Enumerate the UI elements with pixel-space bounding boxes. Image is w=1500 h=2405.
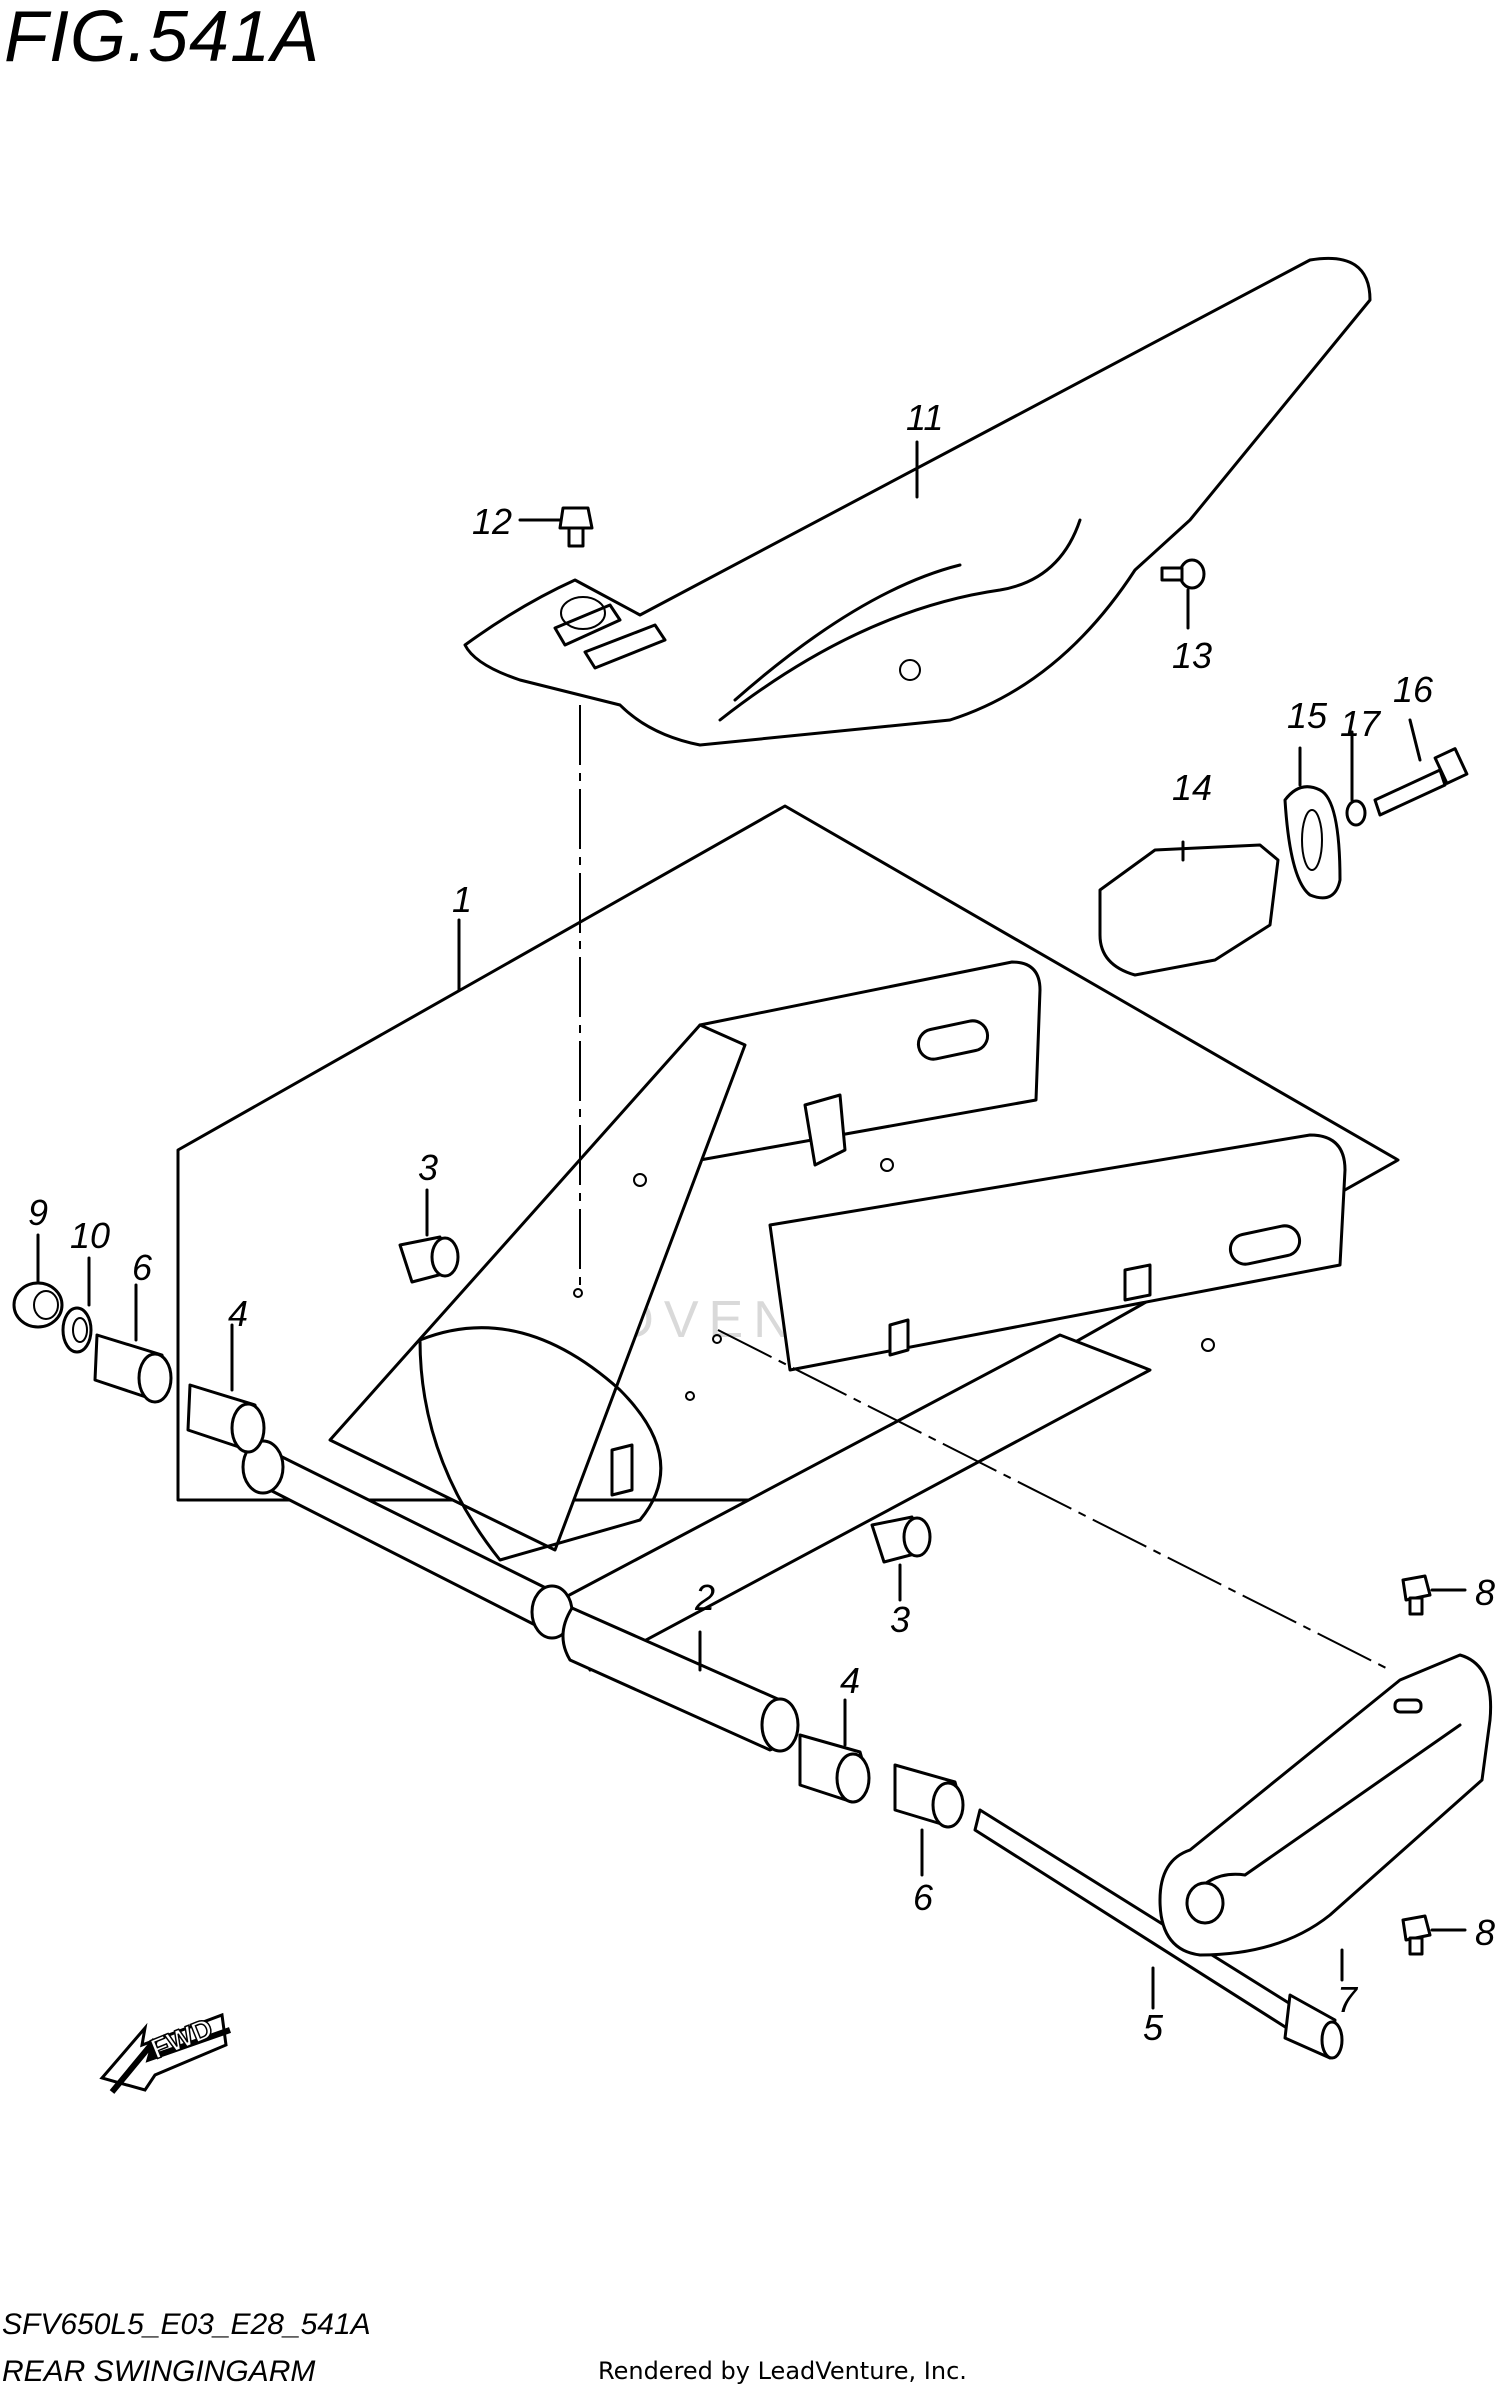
bearing-4-right <box>798 1733 871 1804</box>
callout-9: 9 <box>28 1192 49 1233</box>
washer-10 <box>61 1306 93 1354</box>
callout-4-left: 4 <box>228 1293 249 1334</box>
bearing-4-left <box>186 1383 266 1454</box>
nut-9 <box>12 1281 64 1329</box>
chain-buffer <box>1158 1653 1493 1957</box>
callout-7: 7 <box>1337 1979 1358 2020</box>
callout-15: 15 <box>1287 695 1328 736</box>
adjuster-plate <box>1283 785 1342 900</box>
callout-2: 2 <box>695 1577 716 1618</box>
callout-6-left: 6 <box>132 1247 153 1288</box>
bolt-8-upper <box>1401 1574 1432 1616</box>
callout-13: 13 <box>1172 635 1213 676</box>
bushing-lower <box>870 1515 932 1564</box>
chain-case <box>463 256 1372 747</box>
callout-16: 16 <box>1393 669 1434 710</box>
chain-adjuster <box>1098 843 1280 977</box>
callout-4-right: 4 <box>840 1660 861 1701</box>
bolt-12 <box>558 506 594 548</box>
figure-title: FIG.541A <box>4 0 321 77</box>
pivot-tube <box>241 1439 574 1640</box>
callout-11: 11 <box>906 397 944 438</box>
bushing-upper <box>398 1235 460 1284</box>
bolt-8-lower <box>1401 1914 1432 1956</box>
callout-5: 5 <box>1143 2007 1164 2048</box>
forward-arrow-icon <box>99 2012 231 2094</box>
callout-3-upper: 3 <box>418 1147 439 1188</box>
spacer-6-right <box>893 1763 965 1829</box>
callout-8-lower: 8 <box>1475 1912 1496 1953</box>
callout-10: 10 <box>70 1215 111 1256</box>
screw-13 <box>1160 558 1206 590</box>
callout-12: 12 <box>472 501 513 542</box>
model-code: SFV650L5_E03_E28_541A <box>2 2308 371 2341</box>
spacer-6-left <box>93 1333 173 1404</box>
callout-8-upper: 8 <box>1475 1572 1496 1613</box>
pivot-pipe <box>561 1606 800 1753</box>
callout-3-lower: 3 <box>890 1599 911 1640</box>
rendered-by-credit: Rendered by LeadVenture, Inc. <box>598 2357 967 2385</box>
swingarm-assembly-outline <box>176 804 1400 1502</box>
swingarm-body <box>328 960 1347 1672</box>
adjuster-nut <box>1345 799 1367 827</box>
figure-caption: REAR SWINGINGARM <box>2 2355 316 2388</box>
adjuster-bolt <box>1373 747 1469 817</box>
callout-1: 1 <box>452 879 473 920</box>
callout-6-right: 6 <box>913 1877 934 1918</box>
callout-17: 17 <box>1340 703 1381 744</box>
callout-14: 14 <box>1172 767 1213 808</box>
